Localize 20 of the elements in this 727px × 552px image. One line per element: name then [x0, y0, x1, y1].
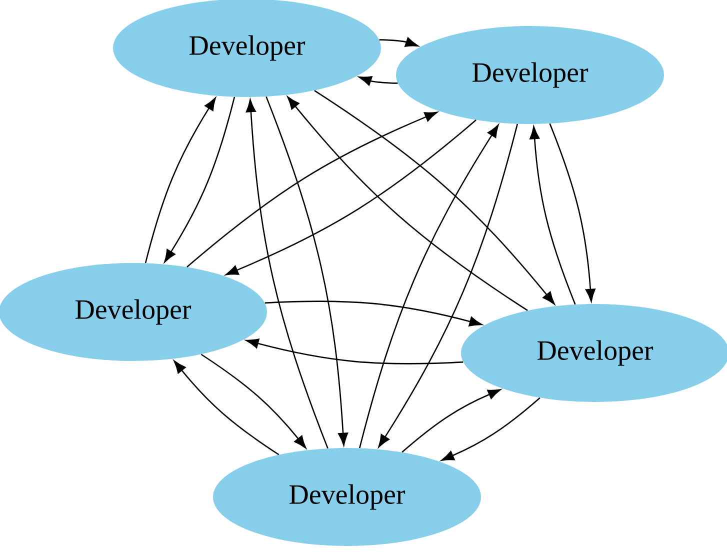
arrow	[287, 96, 528, 311]
arrow	[266, 96, 348, 446]
arrow	[402, 389, 501, 453]
arrow	[225, 120, 476, 276]
arrow	[441, 397, 540, 461]
arrow	[379, 37, 418, 47]
arrow	[359, 124, 499, 448]
arrow	[264, 300, 482, 326]
arrow	[314, 90, 555, 304]
arrow	[164, 96, 236, 262]
arrow	[144, 98, 216, 264]
arrow	[246, 99, 328, 449]
arrow	[378, 124, 518, 448]
arrow	[186, 112, 438, 268]
arrow	[174, 360, 280, 456]
arrow	[200, 354, 306, 449]
arrow	[549, 123, 596, 302]
arrow	[530, 126, 576, 305]
arrow	[246, 338, 464, 364]
arrow	[358, 76, 398, 86]
